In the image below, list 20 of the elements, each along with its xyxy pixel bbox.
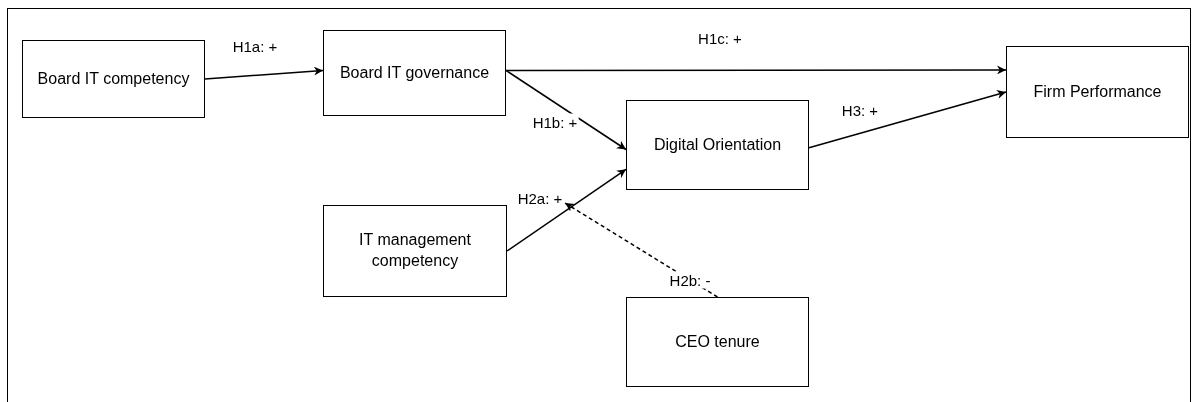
concept-box <box>626 297 809 387</box>
arrow <box>505 69 627 151</box>
node-label: Board IT governance <box>338 62 491 83</box>
dashed-arrow <box>564 202 719 298</box>
concept-box <box>626 100 809 190</box>
node-label: Digital Orientation <box>652 134 783 155</box>
node-label: Firm Performance <box>1032 81 1163 102</box>
node-label: Board IT competency <box>36 68 191 89</box>
arrow <box>505 65 1007 75</box>
edge-label: H2b: - <box>668 271 712 289</box>
edge-label: H1b: + <box>531 113 579 131</box>
arrow <box>808 90 1007 149</box>
concept-box <box>1006 46 1189 138</box>
concept-box <box>323 30 506 116</box>
concept-box <box>323 205 507 297</box>
arrow <box>204 66 324 80</box>
arrow <box>506 168 627 252</box>
node-label: IT management competency <box>358 230 472 271</box>
concept-box <box>22 40 205 118</box>
node-label: CEO tenure <box>674 331 761 352</box>
